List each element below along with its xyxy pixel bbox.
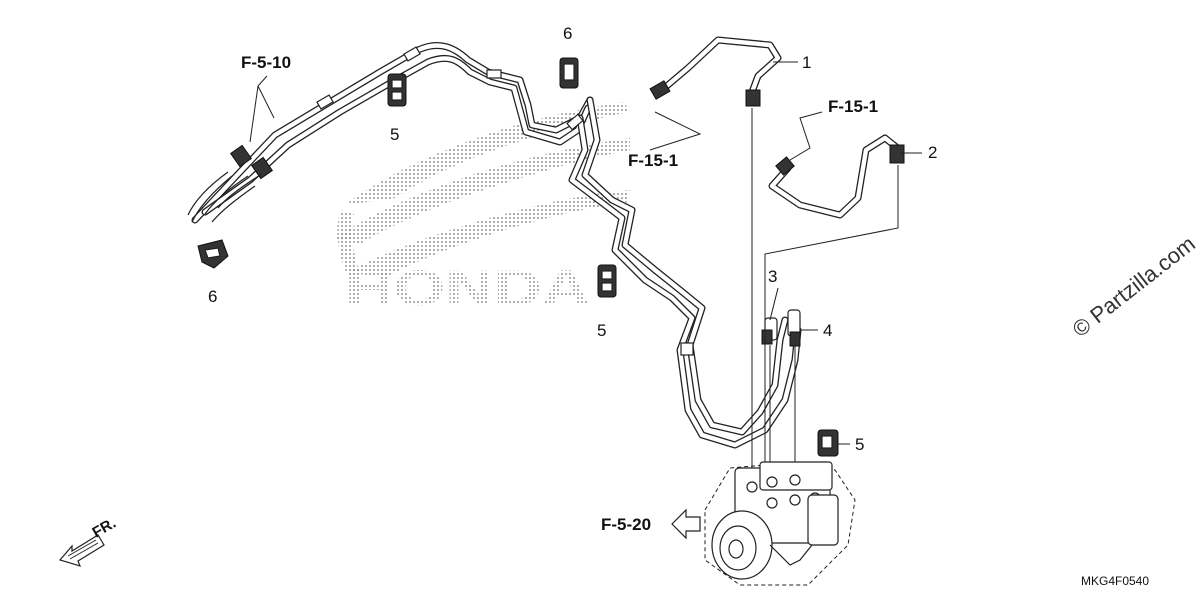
partzilla-watermark: © Partzilla.com [1068, 231, 1200, 342]
clamp-6-top [559, 57, 579, 89]
diagram-code: MKG4F0540 [1081, 574, 1149, 588]
callout-6-top: 6 [563, 24, 572, 43]
ref-f-15-1-lower: F-15-1 [628, 151, 678, 170]
callout-4: 4 [823, 321, 832, 340]
abs-modulator [704, 461, 856, 586]
brake-pipes [191, 36, 904, 449]
ref-f-15-1-upper: F-15-1 [828, 97, 878, 116]
callout-3: 3 [768, 267, 777, 286]
callout-leaders [769, 61, 922, 445]
callout-5-right: 5 [855, 435, 864, 454]
callout-1: 1 [802, 53, 811, 72]
callout-numbers: 1 2 3 4 5 5 5 6 6 [208, 24, 937, 454]
callout-5-middle: 5 [597, 321, 606, 340]
ref-f-5-10: F-5-10 [241, 53, 291, 72]
pipe-sleeves [316, 46, 801, 356]
ref-f-5-20: F-5-20 [601, 515, 651, 534]
guide-lines [751, 108, 899, 475]
front-direction-indicator: FR. [58, 515, 119, 567]
clamp-6-left [197, 239, 229, 269]
callout-5-top: 5 [390, 125, 399, 144]
reference-arrows [249, 75, 823, 540]
clamp-5-right [817, 429, 839, 457]
front-hoses [187, 171, 263, 223]
pipe-fittings [229, 80, 905, 347]
callout-6-left: 6 [208, 287, 217, 306]
clamp-5-middle [597, 264, 617, 298]
callout-2: 2 [928, 143, 937, 162]
clamp-parts [197, 57, 839, 457]
clamp-5-top [387, 73, 407, 107]
reference-labels: F-5-10 F-15-1 F-15-1 F-5-20 [241, 53, 878, 534]
honda-logo-text: HONDA [345, 260, 590, 316]
